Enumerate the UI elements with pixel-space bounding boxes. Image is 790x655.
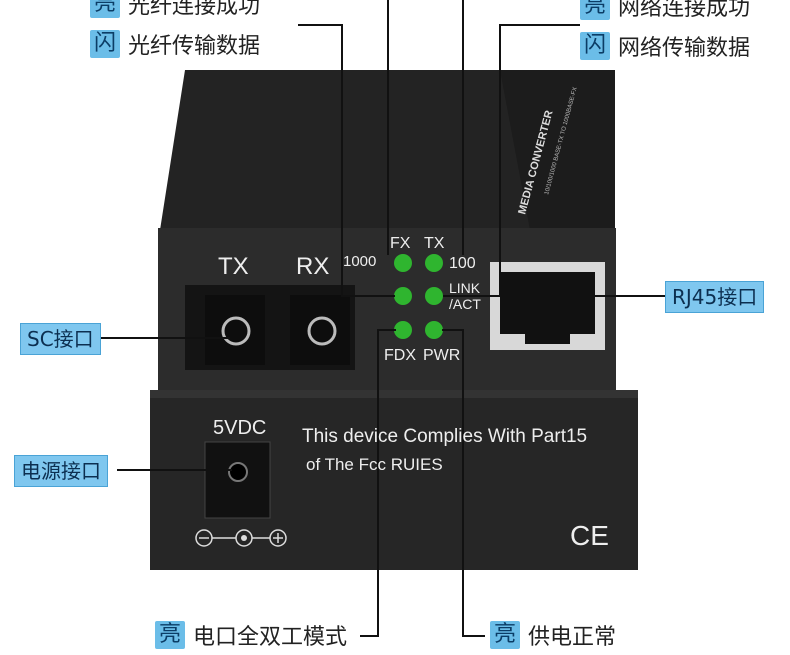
- led-fx-link: [394, 287, 412, 305]
- speed-100-label: 100: [449, 255, 476, 272]
- callout-text: 供电正常: [528, 625, 617, 650]
- tag-power-port: 电源接口: [14, 455, 108, 487]
- tag-rj45-port: RJ45接口: [665, 281, 765, 313]
- led-fx-label: FX: [390, 235, 411, 252]
- callout-text: 网络传输数据: [618, 36, 751, 61]
- led-tx-label: TX: [424, 235, 445, 252]
- sc-port-rx: [307, 316, 337, 346]
- badge-on: 亮: [490, 621, 521, 649]
- speed-1000-label: 1000: [343, 253, 376, 270]
- callout-network-data: 闪 网络传输数据: [580, 30, 750, 62]
- fdx-label: FDX: [384, 347, 416, 364]
- callout-text: 光纤传输数据: [128, 34, 261, 59]
- act-label: /ACT: [449, 296, 481, 312]
- callout-network-link: 亮 网络连接成功: [580, 0, 750, 22]
- pwr-label: PWR: [423, 347, 460, 364]
- led-pwr: [425, 321, 443, 339]
- badge-on: 亮: [90, 0, 121, 18]
- compliance-line-2: of The Fcc RUIES: [306, 455, 443, 474]
- led-tx: [425, 254, 443, 272]
- callout-power-normal: 亮 供电正常: [490, 619, 616, 651]
- callout-text: 电口全双工模式: [193, 625, 348, 650]
- led-fx: [394, 254, 412, 272]
- badge-on: 亮: [580, 0, 611, 20]
- callout-text: 光纤连接成功: [128, 0, 261, 19]
- sc-port-tx: [221, 316, 251, 346]
- badge-flash: 闪: [580, 32, 611, 60]
- badge-flash: 闪: [90, 30, 121, 58]
- callout-fiber-data: 闪 光纤传输数据: [90, 28, 260, 60]
- power-rating-label: 5VDC: [213, 417, 266, 439]
- tag-sc-port: SC接口: [20, 323, 101, 355]
- callout-fiber-link: 亮 光纤连接成功: [90, 0, 260, 20]
- badge-on: 亮: [155, 621, 186, 649]
- status-leds: [394, 254, 443, 339]
- led-link-act: [425, 287, 443, 305]
- led-fdx: [394, 321, 412, 339]
- callout-full-duplex: 亮 电口全双工模式: [155, 619, 347, 651]
- compliance-line-1: This device Complies With Part15: [302, 426, 587, 447]
- polarity-plus-icon: [269, 529, 287, 547]
- ce-mark: CE: [570, 520, 609, 551]
- port-rx-label: RX: [296, 253, 329, 280]
- callout-text: 网络连接成功: [618, 0, 751, 21]
- port-tx-label: TX: [218, 253, 249, 280]
- link-label: LINK: [449, 280, 481, 296]
